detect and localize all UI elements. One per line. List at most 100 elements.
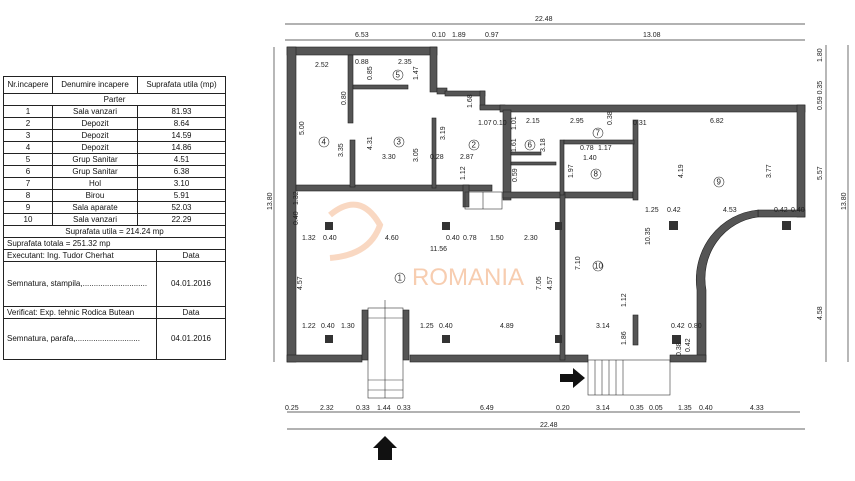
dim-text: 3.05 — [413, 148, 420, 162]
dim-text: 4.31 — [367, 136, 374, 150]
dim-text: 1.12 — [460, 166, 467, 180]
dim-text: 0.33 — [397, 405, 411, 412]
entrance-stairs-bottom — [367, 300, 404, 399]
dim-text: 0.78 — [580, 145, 594, 152]
dim-text: 3.14 — [596, 323, 610, 330]
dim-text: 6.53 — [355, 32, 369, 39]
dim-text: 4.57 — [547, 276, 554, 290]
dim-text: 1.12 — [621, 293, 628, 307]
room-schedule-table: Nr.incapere Denumire incapere Suprafata … — [3, 76, 226, 238]
dim-text: 4.60 — [385, 235, 399, 242]
dim-text: 0.33 — [356, 405, 370, 412]
dim-text: 1.47 — [413, 66, 420, 80]
dim-text: 2.35 — [398, 59, 412, 66]
executant-signature: Semnatura, stampila,....................… — [3, 261, 157, 307]
dim-text: 4.53 — [723, 207, 737, 214]
dim-text: 0.40 — [446, 235, 460, 242]
entrance-stairs-right — [587, 359, 671, 396]
room-number-circle — [524, 139, 536, 151]
dim-top-overall: 22.48 — [535, 16, 553, 23]
signature-table: Suprafata totala = 251.32 mp Executant: … — [3, 237, 226, 360]
room-number-circle — [394, 272, 406, 284]
dim-text: 4.19 — [678, 164, 685, 178]
watermark-swoosh — [328, 201, 384, 261]
dim-text: 0.40 — [323, 235, 337, 242]
room-number-circle — [318, 136, 330, 148]
dim-text: 6.49 — [480, 405, 494, 412]
room-number-circle — [713, 176, 725, 188]
dim-text: 3.14 — [596, 405, 610, 412]
dim-text: 1.80 — [817, 48, 824, 62]
dim-text: 0.59 — [512, 168, 519, 182]
room-number: 9 — [717, 178, 722, 187]
dim-text: 0.25 — [285, 405, 299, 412]
dim-text: 13.80 — [267, 192, 274, 210]
dim-text: 0.20 — [556, 405, 570, 412]
dim-text: 3.18 — [540, 138, 547, 152]
dim-text: 1.30 — [341, 323, 355, 330]
dim-text: 0.40 — [439, 323, 453, 330]
room-number: 7 — [596, 129, 601, 138]
dim-text: 2.15 — [526, 118, 540, 125]
room-number: 6 — [528, 141, 533, 150]
interior-walls — [295, 54, 639, 361]
dim-text: 2.95 — [570, 118, 584, 125]
dim-text: 10.35 — [645, 227, 652, 245]
room-number-circle — [393, 136, 405, 148]
schedule-panel: Nr.incapere Denumire incapere Suprafata … — [3, 76, 226, 360]
stairs-top — [464, 191, 503, 210]
watermark-text: ROMANIA — [412, 264, 524, 291]
dim-text: 1.01 — [511, 116, 518, 130]
dim-text: 4.33 — [750, 405, 764, 412]
dim-text: 1.97 — [568, 164, 575, 178]
dim-text: 1.68 — [467, 94, 474, 108]
dim-text: 2.87 — [460, 154, 474, 161]
room-number-circle — [592, 260, 604, 272]
dim-text: 0.80 — [688, 323, 702, 330]
dim-text: 2.32 — [320, 405, 334, 412]
room-number: 2 — [472, 141, 477, 150]
dim-text: 7.05 — [536, 276, 543, 290]
room-number: 4 — [322, 138, 327, 147]
dim-text: 11.56 — [430, 246, 447, 253]
verifier-date: 04.01.2016 — [156, 318, 226, 360]
dim-text: 0.28 — [430, 154, 444, 161]
room-number-circle — [392, 69, 404, 81]
dim-bottom-overall: 22.48 — [540, 422, 558, 429]
dim-text: 0.10 — [432, 32, 446, 39]
dim-text: 0.85 — [367, 66, 374, 80]
dim-text: 0.88 — [355, 59, 369, 66]
dim-text: 5.57 — [817, 166, 824, 180]
dim-text: 0.42 — [671, 323, 685, 330]
dim-text: 0.40 — [293, 211, 300, 225]
dim-text: 0.31 — [633, 120, 647, 127]
dim-text: 1.22 — [302, 323, 316, 330]
dim-text: 3.19 — [440, 126, 447, 140]
dim-text: 4.89 — [500, 323, 514, 330]
dim-text: 1.25 — [645, 207, 659, 214]
dim-text: 7.10 — [575, 256, 582, 270]
dim-text: 1.32 — [293, 191, 300, 205]
dim-text: 0.80 — [341, 91, 348, 105]
dim-text: 4.57 — [297, 276, 304, 290]
dim-text: 13.80 — [841, 192, 848, 210]
dim-text: 0.59 0.35 — [817, 81, 824, 110]
dim-text: 1.89 — [452, 32, 466, 39]
dim-text: 3.77 — [766, 164, 773, 178]
room-number: 5 — [396, 71, 401, 80]
dim-text: 1.86 — [621, 331, 628, 345]
room-number-circle — [590, 168, 602, 180]
verifier-signature: Semnatura, parafa,......................… — [3, 318, 157, 360]
dim-text: 1.25 — [420, 323, 434, 330]
dim-text: 0.05 — [649, 405, 663, 412]
dim-text: 1.44 — [377, 405, 391, 412]
dim-text: 3.30 — [382, 154, 396, 161]
dim-text: 1.35 — [678, 405, 692, 412]
